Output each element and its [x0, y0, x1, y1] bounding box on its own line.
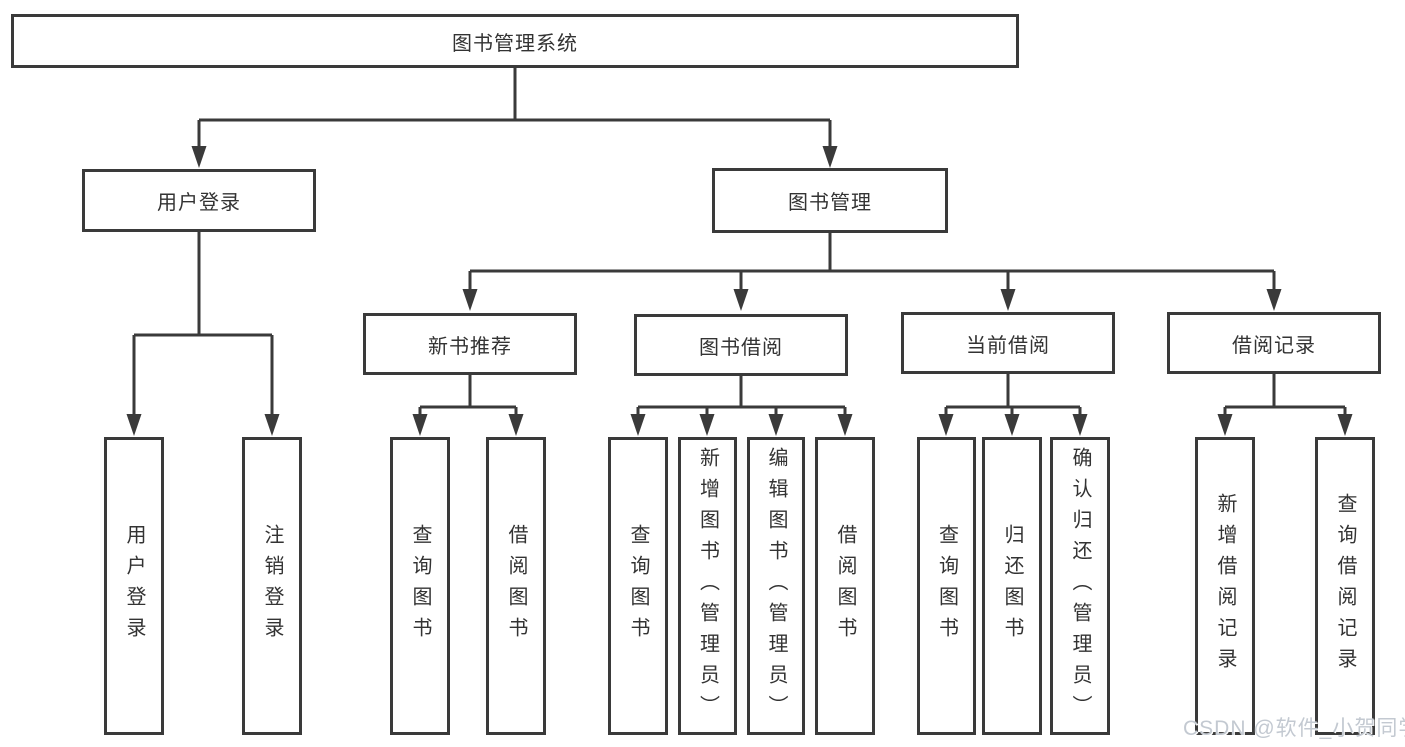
node-label: 用户登录 — [123, 524, 145, 648]
leaf-query-books-current: 查询图书 — [917, 437, 976, 735]
node-library-management-system: 图书管理系统 — [11, 14, 1019, 68]
arrowhead — [1000, 289, 1016, 311]
node-book-borrow: 图书借阅 — [634, 314, 848, 376]
arrowhead — [837, 414, 853, 436]
edge-borrow-records-to-children — [1223, 374, 1347, 430]
leaf-return-book: 归还图书 — [982, 437, 1042, 735]
edge-book-borrow-to-children — [636, 376, 847, 430]
node-user-login: 用户登录 — [82, 169, 316, 232]
arrowhead — [412, 414, 428, 436]
leaf-edit-book-admin: 编辑图书（管理员） — [747, 437, 805, 735]
arrowhead — [191, 146, 207, 168]
node-label: 新增图书（管理员） — [696, 446, 719, 726]
leaf-user-login: 用户登录 — [104, 437, 164, 735]
csdn-watermark: CSDN @软件_小贺同学 — [1183, 717, 1405, 740]
node-label: 查询借阅记录 — [1334, 493, 1356, 679]
node-label: 借阅图书 — [834, 524, 856, 648]
leaf-logout: 注销登录 — [242, 437, 302, 735]
node-label: 查询图书 — [409, 524, 431, 648]
node-label: 新增借阅记录 — [1214, 493, 1236, 679]
node-label: 归还图书 — [1001, 524, 1023, 648]
node-label: 查询图书 — [627, 524, 649, 648]
node-label: 借阅图书 — [505, 524, 527, 648]
node-label: 注销登录 — [261, 524, 283, 648]
edge-user-login-to-children — [132, 232, 274, 430]
node-label: 图书管理系统 — [452, 32, 578, 55]
arrowhead — [630, 414, 646, 436]
leaf-borrow-books: 借阅图书 — [815, 437, 875, 735]
arrowhead — [1004, 414, 1020, 436]
edge-book-management-to-children — [468, 233, 1276, 305]
node-label: 图书借阅 — [699, 336, 783, 359]
arrowhead — [1217, 414, 1233, 436]
node-label: 当前借阅 — [966, 334, 1050, 357]
arrowhead — [264, 414, 280, 436]
leaf-query-books-recommend: 查询图书 — [390, 437, 450, 735]
arrowhead — [462, 289, 478, 311]
leaf-add-book-admin: 新增图书（管理员） — [678, 437, 737, 735]
node-current-borrow: 当前借阅 — [901, 312, 1115, 374]
node-label: 图书管理 — [788, 192, 872, 214]
node-label: 编辑图书（管理员） — [765, 446, 787, 726]
node-new-book-recommend: 新书推荐 — [363, 313, 577, 375]
leaf-confirm-return-admin: 确认归还（管理员） — [1050, 437, 1110, 735]
leaf-query-borrow-record: 查询借阅记录 — [1315, 437, 1375, 735]
node-borrow-records: 借阅记录 — [1167, 312, 1381, 374]
arrowhead — [1337, 414, 1353, 436]
leaf-query-books-borrow: 查询图书 — [608, 437, 668, 735]
arrowhead — [699, 414, 715, 436]
edge-root-to-level2 — [197, 68, 832, 162]
node-label: 用户登录 — [157, 192, 241, 214]
arrowhead — [508, 414, 524, 436]
node-label: 新书推荐 — [428, 335, 512, 358]
node-label: 确认归还（管理员） — [1069, 446, 1091, 726]
arrowhead — [126, 414, 142, 436]
node-book-management: 图书管理 — [712, 168, 948, 233]
arrowhead — [938, 414, 954, 436]
leaf-add-borrow-record: 新增借阅记录 — [1195, 437, 1255, 735]
arrowhead — [1072, 414, 1088, 436]
node-label: 查询图书 — [935, 524, 958, 648]
leaf-borrow-books-recommend: 借阅图书 — [486, 437, 546, 735]
arrowhead — [1266, 289, 1282, 311]
edge-new-book-recommend-to-children — [418, 375, 518, 430]
arrowhead — [768, 414, 784, 436]
node-label: 借阅记录 — [1232, 334, 1316, 357]
arrowhead — [822, 146, 838, 168]
arrowhead — [733, 289, 749, 311]
